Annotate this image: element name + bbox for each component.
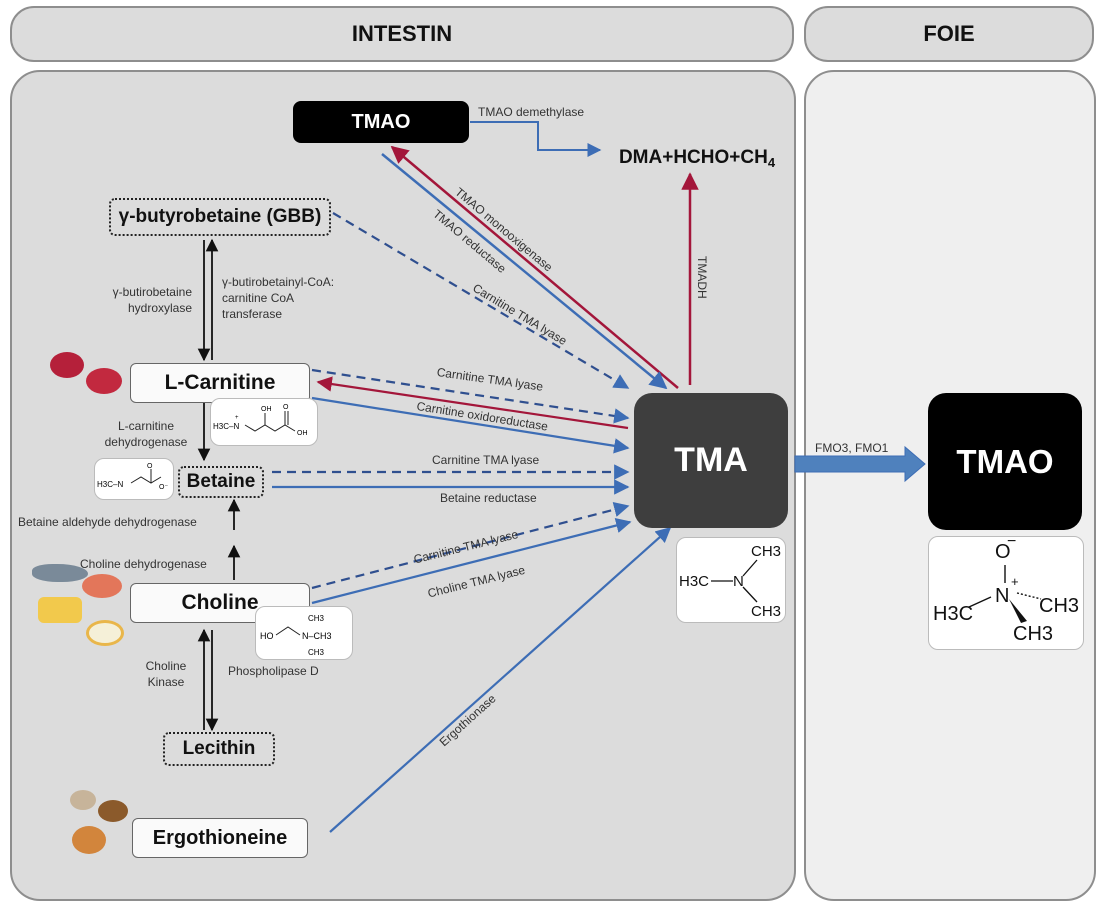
label-betaine-reductase: Betaine reductase [440,491,537,505]
node-ergothioneine: Ergothioneine [132,818,308,858]
label-gbb-coa-2: carnitine CoA [222,291,295,306]
molecule-betaine-structure: H3C–N O O⁻ [97,463,168,491]
node-ergothioneine-label: Ergothioneine [152,826,288,849]
molecule-carnitine: H3C–N + OH O OH [210,398,318,446]
arrow-choline-tma-dashed [311,502,630,590]
node-dma-label: DMA+HCHO+CH [618,147,768,168]
molecule-carnitine-structure: H3C–N + OH O OH [213,404,308,437]
beans-icon [72,826,106,854]
label-phospholipase: Phospholipase D [228,664,319,678]
meat-icon-2 [86,368,122,394]
tmao-minus: − [1007,533,1017,550]
label-lc-dehydrogenase: L-carnitine dehydrogenase [96,418,196,450]
label-lc-dehydrogenase-1: L-carnitine [117,419,175,433]
molecule-tmao: O − + N H3C CH3 CH3 [928,533,1084,650]
molecule-tma: CH3 H3C N CH3 [676,537,786,623]
cheese-icon [38,597,82,623]
node-tmao-liver-label: TMAO [956,442,1054,480]
node-choline-label: Choline [181,591,259,614]
svg-text:OH: OH [297,430,308,437]
arrow-tma-to-liver [794,445,926,483]
mushroom-icon-2 [98,800,128,822]
svg-text:CH3: CH3 [308,648,325,657]
node-lecithin: Lecithin [163,732,275,766]
svg-text:H3C–N: H3C–N [97,480,123,489]
node-lcarnitine-label: L-Carnitine [164,371,276,394]
node-tma: TMA [634,393,788,528]
intestine-header: INTESTIN [10,6,794,62]
arrow-ergothioneine-tma [329,526,672,833]
tma-ch3-top: CH3 [751,543,782,560]
svg-text:HO: HO [260,631,274,641]
label-tmao-demethylase: TMAO demethylase [478,105,585,119]
arrow-gbb-tma [332,212,630,389]
molecule-tma-structure [711,559,758,603]
node-tmao-top-label: TMAO [351,110,411,133]
node-tmao-liver: TMAO [928,393,1082,530]
label-gbb-coa-transferase: γ-butirobetainyl-CoA: carnitine CoA tran… [222,274,334,323]
arrow-tmao-demethylase [470,121,602,157]
label-gbb-hydroxylase-1: γ-butirobetaine [112,285,192,299]
node-dma-subscript: 4 [767,154,776,170]
tmao-o: O [995,541,1011,563]
tmao-ch3-right: CH3 [1039,595,1080,617]
egg-icon [86,620,124,646]
node-lcarnitine: L-Carnitine [130,363,310,403]
mushroom-icon [70,790,96,810]
molecule-choline: HO N–CH3 CH3 CH3 [255,606,353,660]
label-carnitine-tma-lyase-bet: Carnitine TMA lyase [432,453,540,467]
tmao-ch3-bottom: CH3 [1013,623,1054,645]
label-choline-dh: Choline dehydrogenase [80,557,207,571]
label-gbb-hydroxylase: γ-butirobetaine hydroxylase [86,284,192,316]
liver-header: FOIE [804,6,1094,62]
tmao-h3c: H3C [933,603,974,625]
shrimp-icon [82,574,122,598]
fish-icon [32,564,88,582]
arrow-tma-lcarnitine-red [316,376,629,430]
arrow-lcarnitine-tma-dashed [311,368,630,424]
tmao-plus: + [1011,574,1019,589]
liver-header-label: FOIE [923,21,975,46]
svg-text:OH: OH [261,406,272,413]
arrow-choline-tma-solid [311,517,632,605]
label-gbb-coa-1: γ-butirobetainyl-CoA: [222,275,335,289]
svg-text:O: O [147,463,153,470]
node-betaine-label: Betaine [186,471,256,492]
node-tma-label: TMA [674,441,748,479]
meat-icon [50,352,84,378]
label-betaine-aldehyde-dh: Betaine aldehyde dehydrogenase [18,515,197,529]
label-fmo: FMO3, FMO1 [815,441,889,455]
pathway-arrows [197,121,926,833]
label-choline-kinase: Choline Kinase [136,658,196,690]
label-lc-dehydrogenase-2: dehydrogenase [104,435,188,450]
tmao-n: N [995,585,1010,607]
tma-h3c: H3C [679,573,710,590]
svg-text:+: + [235,415,239,421]
intestine-header-label: INTESTIN [351,21,453,46]
label-gbb-coa-3: transferase [222,307,283,322]
tma-n: N [733,573,744,590]
svg-text:CH3: CH3 [308,614,325,623]
svg-text:O: O [283,404,289,411]
label-choline-kinase-2: Kinase [147,675,185,690]
node-tmao-top: TMAO [293,101,469,143]
label-choline-kinase-1: Choline [145,659,187,673]
molecule-betaine: H3C–N O O⁻ [94,458,174,500]
arrow-tmao-monooxigenase [390,145,679,389]
svg-text:O⁻: O⁻ [159,484,168,491]
svg-text:N–CH3: N–CH3 [302,631,332,641]
label-gbb-hydroxylase-2: hydroxylase [127,301,192,316]
svg-text:H3C–N: H3C–N [213,422,239,431]
node-gbb: γ-butyrobetaine (GBB) [109,198,331,236]
node-gbb-label: γ-butyrobetaine (GBB) [118,206,322,227]
tma-ch3-bottom: CH3 [751,603,782,620]
node-lecithin-label: Lecithin [182,738,256,759]
molecule-tmao-structure [968,565,1042,623]
label-tmadh: TMADH [695,256,709,299]
node-betaine: Betaine [178,466,264,498]
molecule-choline-structure: HO N–CH3 CH3 CH3 [260,614,332,657]
arrow-lcarnitine-tma-blue [311,396,630,454]
arrow-tmao-reductase [381,153,668,390]
